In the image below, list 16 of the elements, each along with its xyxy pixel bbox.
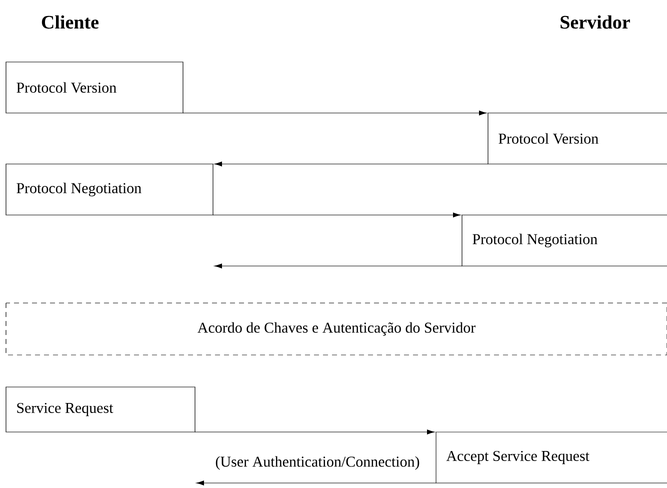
message-box: Protocol Version xyxy=(488,112,667,164)
message-box: Acordo de Chaves e Autenticação do Servidor xyxy=(6,302,667,356)
message-box: Service Request xyxy=(6,386,196,432)
arrow xyxy=(194,430,435,434)
column-heading: Servidor xyxy=(560,15,630,29)
arrow xyxy=(196,480,436,486)
arrow xyxy=(212,212,461,218)
edge-label: (User Authentication/Connection) xyxy=(214,455,421,471)
message-box: Protocol Version xyxy=(6,62,184,114)
column-heading: Cliente xyxy=(42,15,99,29)
message-box: Protocol Negotiation xyxy=(462,214,667,266)
message-box: Protocol Negotiation xyxy=(6,164,214,216)
message-box: Accept Service Request xyxy=(436,432,667,484)
arrow xyxy=(214,162,488,166)
arrow xyxy=(182,110,487,116)
arrow xyxy=(214,264,462,268)
